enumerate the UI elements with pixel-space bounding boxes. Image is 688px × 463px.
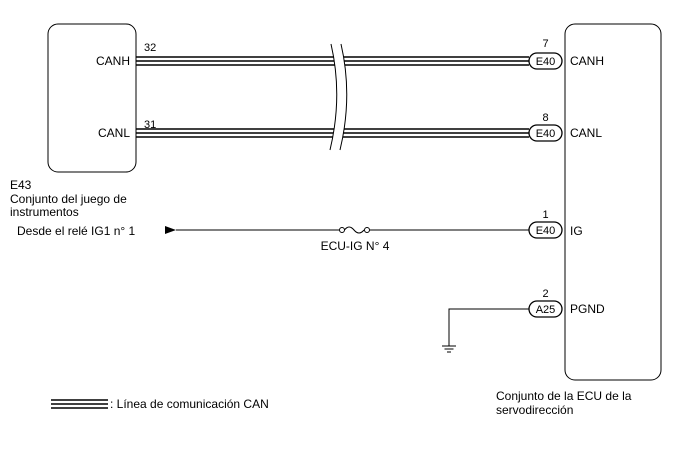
connector-badge-ig: E40 [528,221,563,239]
ig-source-label: Desde el relé IG1 n° 1 [17,224,136,238]
power-steering-ecu-box [564,23,662,381]
wire-break-symbol [329,43,348,151]
connector-badge-pgnd: A25 [528,300,563,318]
right-signal-canh: CANH [570,54,604,68]
svg-text:A25: A25 [536,304,556,316]
left-unit-name-line2: instrumentos [10,205,79,219]
left-pin-number-canl: 31 [144,119,156,131]
right-pin-number-canh: 7 [542,38,548,50]
fuse-icon [339,226,370,234]
combination-meter-box [47,23,137,173]
ig-arrow-icon [165,226,176,234]
ground-wire [442,308,529,353]
svg-text:E40: E40 [536,56,556,68]
legend-text: : Línea de comunicación CAN [110,397,269,411]
right-pin-number-ig: 1 [542,209,548,221]
fuse-label: ECU-IG N° 4 [321,239,390,253]
right-signal-canl: CANL [570,126,602,140]
left-unit-code: E43 [10,178,32,192]
connector-badge-canh: E40 [528,52,563,70]
legend-can-line-sample [51,399,108,409]
svg-text:E40: E40 [536,225,556,237]
right-signal-pgnd: PGND [570,302,605,316]
right-signal-ig: IG [570,224,583,238]
left-pin-number-canh: 32 [144,42,156,54]
right-pin-number-pgnd: 2 [542,288,548,300]
left-signal-canl: CANL [98,126,130,140]
connector-badge-canl: E40 [528,124,563,142]
right-unit-name-line1: Conjunto de la ECU de la [496,389,632,403]
left-signal-canh: CANH [96,54,130,68]
canh-bus-line [136,56,529,66]
right-unit-name-line2: servodirección [496,403,573,417]
left-unit-name-line1: Conjunto del juego de [10,192,127,206]
svg-text:E40: E40 [536,128,556,140]
right-pin-number-canl: 8 [542,112,548,124]
